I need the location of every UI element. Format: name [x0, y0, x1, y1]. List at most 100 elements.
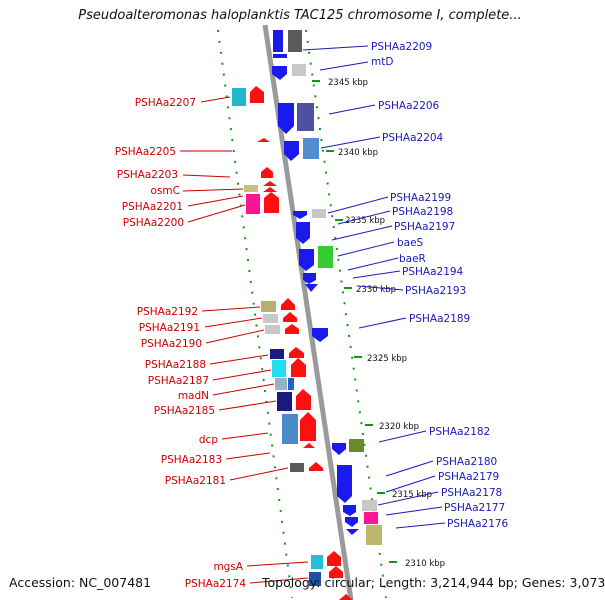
gene-block[interactable]	[311, 555, 323, 569]
gene-block[interactable]	[366, 525, 382, 545]
gene-label[interactable]: mtD	[371, 56, 393, 68]
gene-block[interactable]	[364, 512, 378, 524]
gene-arrow[interactable]	[296, 389, 311, 410]
reverse-strand-genes[interactable]	[272, 30, 382, 586]
gene-label[interactable]: PSHAa2183	[161, 454, 222, 466]
gene-arrow[interactable]	[312, 328, 328, 342]
gene-arrow[interactable]	[345, 517, 358, 527]
gene-arrow[interactable]	[332, 443, 346, 455]
gene-label[interactable]: PSHAa2204	[382, 132, 444, 144]
gene-block[interactable]	[297, 103, 314, 131]
gene-arrow[interactable]	[337, 465, 352, 503]
gene-label[interactable]: PSHAa2179	[438, 471, 499, 483]
gene-label[interactable]: baeS	[397, 237, 424, 249]
gene-label[interactable]: osmC	[151, 185, 180, 197]
gene-arrow[interactable]	[329, 566, 343, 578]
gene-block[interactable]	[290, 463, 304, 472]
gene-block[interactable]	[292, 64, 306, 76]
gene-label[interactable]: baeR	[399, 253, 426, 265]
gene-arrow[interactable]	[263, 181, 277, 186]
gene-block[interactable]	[277, 392, 292, 411]
gene-arrow[interactable]	[291, 358, 306, 377]
gene-arrow[interactable]	[293, 211, 307, 219]
gene-label[interactable]: PSHAa2193	[405, 285, 466, 297]
gene-arrow[interactable]	[250, 86, 264, 103]
gene-arrow[interactable]	[299, 249, 314, 271]
gene-label[interactable]: PSHAa2180	[436, 456, 497, 468]
gene-label[interactable]: PSHAa2182	[429, 426, 490, 438]
gene-label[interactable]: PSHAa2189	[409, 313, 470, 325]
gene-block[interactable]	[349, 439, 364, 452]
gene-block[interactable]	[272, 360, 286, 377]
gene-label[interactable]: PSHAa2197	[394, 221, 455, 233]
gene-arrow[interactable]	[272, 66, 287, 80]
gene-label[interactable]: PSHAa2174	[185, 578, 247, 590]
gene-block[interactable]	[265, 325, 280, 334]
gene-arrow[interactable]	[278, 103, 294, 134]
gene-label[interactable]: PSHAa2206	[378, 100, 440, 112]
gene-label[interactable]: PSHAa2205	[115, 146, 176, 158]
gene-label[interactable]: PSHAa2198	[392, 206, 453, 218]
gene-label[interactable]: PSHAa2181	[165, 475, 226, 487]
gene-label[interactable]: PSHAa2199	[390, 192, 451, 204]
gene-arrow[interactable]	[257, 138, 270, 142]
gene-label[interactable]: mgsA	[213, 561, 243, 573]
gene-label[interactable]: PSHAa2191	[139, 322, 200, 334]
gene-label[interactable]: PSHAa2203	[117, 169, 178, 181]
gene-arrow[interactable]	[289, 347, 304, 358]
gene-block[interactable]	[273, 30, 283, 52]
gene-label[interactable]: PSHAa2187	[148, 375, 209, 387]
gene-block[interactable]	[288, 30, 302, 52]
gene-arrow[interactable]	[296, 222, 310, 244]
gene-block[interactable]	[246, 194, 260, 214]
gene-label[interactable]: PSHAa2176	[447, 518, 509, 530]
gene-block[interactable]	[232, 88, 246, 106]
gene-block[interactable]	[282, 414, 298, 444]
gene-block[interactable]	[270, 349, 284, 359]
gene-arrow[interactable]	[305, 284, 318, 292]
gene-block[interactable]	[288, 378, 294, 390]
gene-block[interactable]	[244, 185, 258, 192]
gene-label[interactable]: madN	[178, 390, 209, 402]
gene-label[interactable]: PSHAa2185	[154, 405, 215, 417]
gene-arrow[interactable]	[264, 192, 279, 213]
kbp-label: 2325 kbp	[367, 354, 407, 364]
gene-arrow[interactable]	[303, 273, 316, 284]
gene-label[interactable]: PSHAa2190	[141, 338, 202, 350]
gene-block[interactable]	[362, 500, 377, 511]
gene-arrow[interactable]	[303, 443, 315, 448]
gene-label[interactable]: PSHAa2201	[122, 201, 183, 213]
forward-strand-genes[interactable]	[232, 86, 353, 600]
gene-block[interactable]	[309, 572, 321, 586]
gene-label[interactable]: dcp	[199, 434, 218, 446]
gene-arrow[interactable]	[281, 298, 295, 310]
gene-block[interactable]	[261, 301, 276, 312]
gene-label[interactable]: PSHAa2194	[402, 266, 464, 278]
gene-arrow[interactable]	[327, 551, 341, 566]
gene-arrow[interactable]	[284, 141, 299, 161]
gene-block[interactable]	[263, 314, 278, 323]
gene-arrow[interactable]	[300, 412, 316, 441]
gene-arrow[interactable]	[261, 167, 273, 178]
gene-arrow[interactable]	[339, 594, 353, 600]
gene-arrow[interactable]	[343, 505, 356, 516]
gene-block[interactable]	[318, 246, 333, 268]
gene-label[interactable]: PSHAa2207	[135, 97, 196, 109]
gene-block[interactable]	[312, 209, 326, 218]
gene-block[interactable]	[275, 378, 287, 390]
gene-block[interactable]	[303, 138, 319, 159]
gene-arrow[interactable]	[263, 187, 277, 192]
gene-label[interactable]: PSHAa2188	[145, 359, 206, 371]
gene-label[interactable]: PSHAa2200	[123, 217, 184, 229]
kbp-label: 2320 kbp	[379, 422, 419, 432]
gene-label[interactable]: PSHAa2209	[371, 41, 432, 53]
gene-arrow[interactable]	[346, 529, 359, 535]
gene-arrow[interactable]	[273, 54, 287, 58]
gene-arrow[interactable]	[283, 312, 297, 322]
gene-arrow[interactable]	[309, 462, 323, 471]
gene-label[interactable]: PSHAa2178	[441, 487, 502, 499]
gene-arrow[interactable]	[285, 324, 299, 334]
gene-label[interactable]: PSHAa2192	[137, 306, 198, 318]
gene-label[interactable]: PSHAa2177	[444, 502, 505, 514]
